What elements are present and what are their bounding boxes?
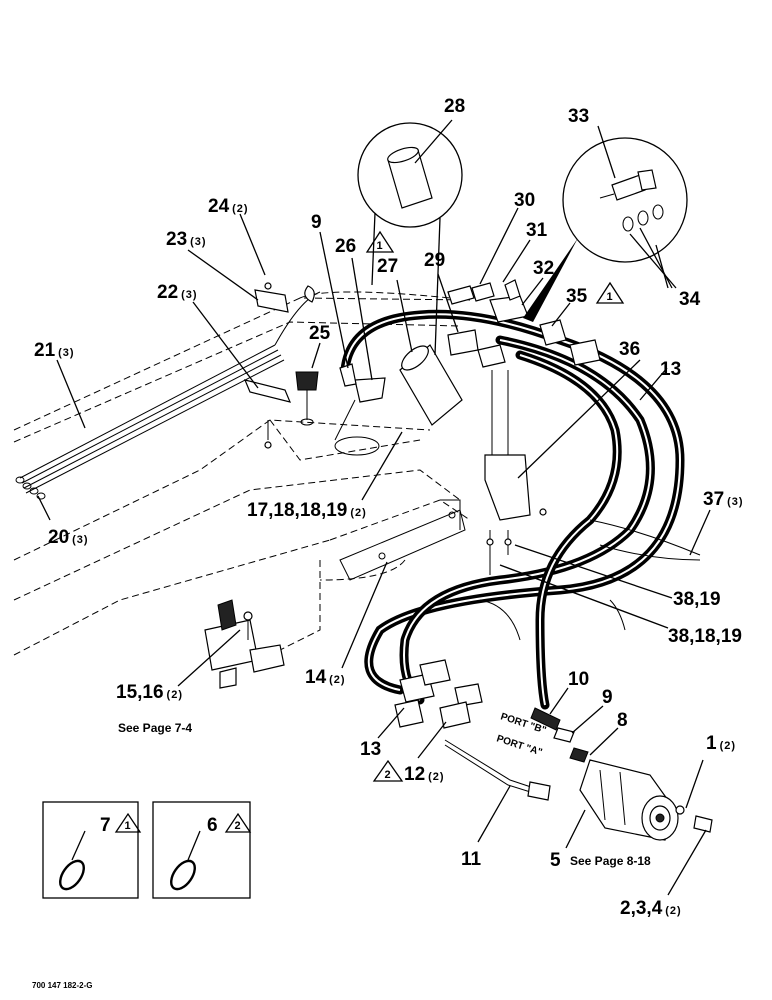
frame-outline — [13, 297, 471, 661]
callout-30: 30 — [514, 190, 535, 211]
tie-straps — [479, 519, 701, 641]
hydraulic-motor — [579, 759, 713, 841]
inset-box-6 — [152, 801, 251, 899]
callout-7: 7 — [100, 815, 111, 836]
callout-15-16: 15,16(2) — [116, 682, 183, 703]
svg-text:1: 1 — [606, 291, 613, 303]
drawing-code: 700 147 182-2-G — [32, 981, 93, 990]
port-a-label: PORT "A" — [495, 733, 544, 758]
callout-24: 24(2) — [208, 196, 249, 217]
callout-14: 14(2) — [305, 667, 346, 688]
revision-marks: 1 1 2 1 2 — [114, 230, 625, 833]
clamp-parts — [243, 282, 315, 449]
valve-assembly — [204, 599, 285, 689]
callout-29: 29 — [424, 250, 445, 271]
callout-9-bottom: 9 — [602, 687, 613, 708]
callout-10: 10 — [568, 669, 589, 690]
steel-lines — [15, 291, 471, 500]
revision-triangle-12: 2 — [372, 759, 404, 782]
inset-box-7 — [42, 801, 139, 899]
callout-23: 23(3) — [166, 229, 207, 250]
callout-21: 21(3) — [34, 340, 75, 361]
callout-28: 28 — [444, 96, 465, 117]
callout-labels: 28 33 24(2) 30 9 23(3) 26 31 27 29 32 22… — [34, 96, 744, 919]
callout-34: 34 — [679, 289, 701, 310]
callout-2-3-4: 2,3,4(2) — [620, 898, 682, 919]
callout-26: 26 — [335, 236, 356, 257]
hose-mount-bracket — [484, 370, 547, 575]
detail-circle-28 — [357, 122, 463, 356]
svg-text:2: 2 — [234, 820, 241, 832]
callout-20: 20(3) — [48, 527, 89, 548]
callout-9-top: 9 — [311, 212, 322, 233]
callout-27: 27 — [377, 256, 398, 277]
callout-13-bottom: 13 — [360, 739, 381, 760]
revision-triangle-26: 1 — [365, 230, 395, 253]
callout-5: 5 — [550, 850, 561, 871]
see-page-8-18-note: See Page 8-18 — [570, 854, 651, 868]
svg-text:1: 1 — [376, 240, 383, 252]
callout-36: 36 — [619, 339, 640, 360]
mounting-bracket-plate — [339, 499, 466, 581]
see-page-7-4-note: See Page 7-4 — [118, 721, 192, 735]
callout-17: 17,18,18,19(2) — [247, 500, 367, 521]
callout-38-19: 38,19 — [673, 589, 721, 610]
revision-triangle-6: 2 — [224, 812, 252, 833]
svg-text:1: 1 — [124, 820, 131, 832]
revision-triangle-7: 1 — [114, 812, 142, 833]
wire-harness — [444, 739, 551, 801]
callout-22: 22(3) — [157, 282, 198, 303]
detail-circle-33-34 — [523, 137, 688, 322]
callout-32: 32 — [533, 258, 554, 279]
callout-13-top: 13 — [660, 359, 681, 380]
callout-31: 31 — [526, 220, 548, 241]
callout-8: 8 — [617, 710, 628, 731]
callout-38-18-19: 38,18,19 — [668, 626, 742, 647]
callout-1: 1(2) — [706, 733, 736, 754]
callout-33: 33 — [568, 106, 589, 127]
callout-35: 35 — [566, 286, 588, 307]
callout-6: 6 — [207, 815, 218, 836]
lower-fittings — [394, 659, 589, 763]
breather-cap — [295, 371, 319, 426]
callout-12: 12(2) — [404, 764, 445, 785]
callout-11: 11 — [461, 849, 482, 870]
callout-37: 37(3) — [703, 489, 744, 510]
page-notes: See Page 7-4 See Page 8-18 PORT "B" PORT… — [32, 711, 651, 990]
callout-25: 25 — [309, 323, 331, 344]
revision-triangle-35: 1 — [595, 281, 625, 304]
top-fittings — [447, 279, 601, 368]
filter-assembly — [334, 344, 463, 441]
svg-text:2: 2 — [384, 769, 391, 781]
leader-lines — [37, 119, 711, 896]
